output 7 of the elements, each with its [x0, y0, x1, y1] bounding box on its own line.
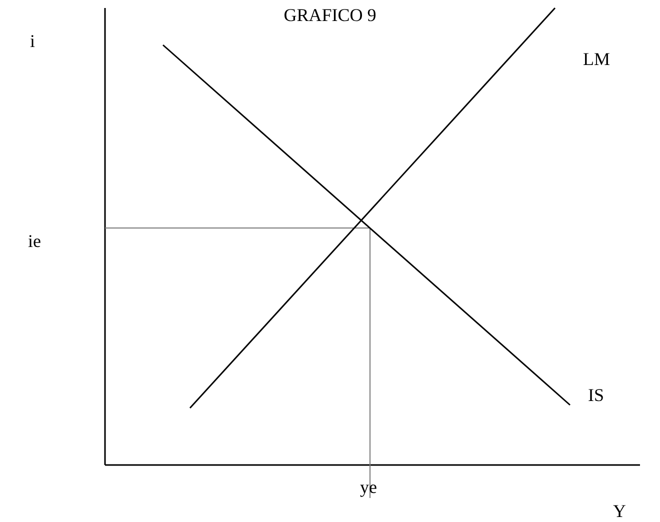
axis-label: i — [30, 32, 36, 50]
value-label: ie — [28, 232, 41, 250]
curve-label: LM — [583, 50, 610, 68]
curve-label: IS — [588, 386, 604, 404]
chart-title: GRAFICO 9 — [284, 6, 376, 24]
value-label: ye — [360, 478, 377, 496]
axis-label: Y — [613, 502, 626, 520]
